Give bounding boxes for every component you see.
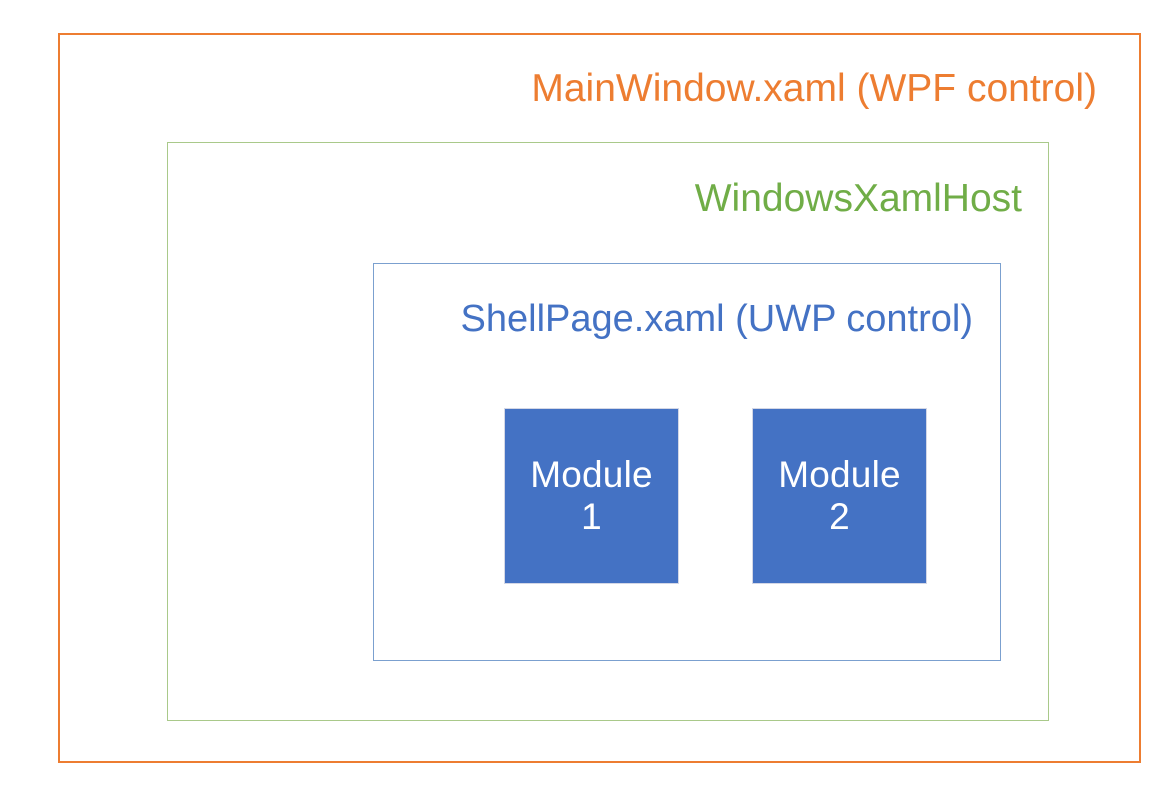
module-box-1[interactable]: Module 1 — [504, 408, 679, 584]
module-row: Module 1 Module 2 — [504, 408, 927, 584]
layer-label-windowsxamlhost: WindowsXamlHost — [694, 177, 1022, 220]
layer-shellpage-uwp[interactable]: ShellPage.xaml (UWP control) Module 1 Mo… — [373, 263, 1001, 661]
layer-label-shellpage: ShellPage.xaml (UWP control) — [460, 298, 973, 340]
module-box-1-index: 1 — [581, 496, 602, 537]
layer-windowsxamlhost[interactable]: WindowsXamlHost ShellPage.xaml (UWP cont… — [167, 142, 1049, 721]
module-box-2[interactable]: Module 2 — [752, 408, 927, 584]
module-box-2-index: 2 — [829, 496, 850, 537]
layer-wpf-mainwindow[interactable]: MainWindow.xaml (WPF control) WindowsXam… — [58, 33, 1141, 763]
module-box-1-name: Module — [530, 453, 653, 495]
layer-label-mainwindow: MainWindow.xaml (WPF control) — [531, 67, 1097, 110]
module-box-2-name: Module — [778, 453, 901, 495]
